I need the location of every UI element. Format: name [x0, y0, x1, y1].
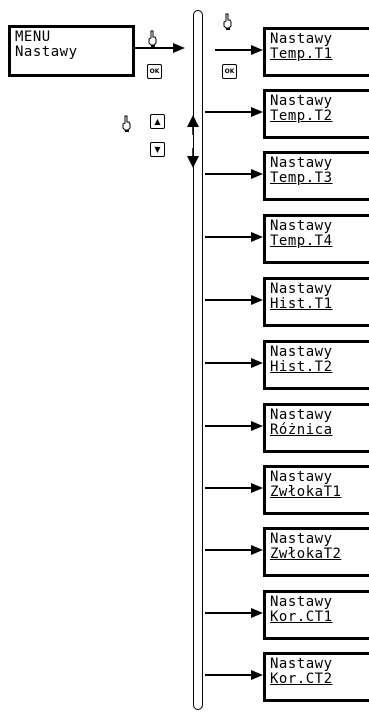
- arrow-up-icon: [187, 115, 199, 135]
- menu-item-line1: Nastawy: [270, 93, 333, 109]
- arrow-right-icon: [205, 670, 263, 680]
- menu-item-line1: Nastawy: [270, 594, 333, 610]
- menu-display-line2: Nastawy: [15, 44, 78, 60]
- menu-item-line2: Kor.CT2: [270, 671, 333, 687]
- menu-item-line1: Nastawy: [270, 656, 333, 672]
- arrow-down-icon: [187, 148, 199, 168]
- menu-item-line2: Temp.T3: [270, 170, 333, 186]
- menu-item-line2: Różnica: [270, 422, 333, 438]
- ok-button[interactable]: OK: [147, 64, 162, 79]
- menu-item-line2: ZwłokaT1: [270, 484, 342, 500]
- menu-item-line2: Temp.T4: [270, 233, 333, 249]
- menu-item-line2: Temp.T2: [270, 108, 333, 124]
- menu-item-line1: Nastawy: [270, 31, 333, 47]
- ok-button[interactable]: OK: [222, 64, 237, 79]
- menu-item-line2: ZwłokaT2: [270, 546, 342, 562]
- arrow-right-icon: [205, 483, 263, 493]
- down-button[interactable]: ▼: [150, 142, 165, 157]
- menu-item-line1: Nastawy: [270, 218, 333, 234]
- press-hand-icon: [148, 30, 157, 47]
- arrow-right-icon: [205, 421, 263, 431]
- menu-item-line1: Nastawy: [270, 155, 333, 171]
- navigation-bus: [193, 10, 203, 710]
- arrow-right-icon: [215, 45, 263, 55]
- menu-item-line1: Nastawy: [270, 407, 333, 423]
- arrow-right-icon: [205, 232, 263, 242]
- press-hand-icon: [122, 115, 131, 132]
- menu-item-line2: Kor.CT1: [270, 609, 333, 625]
- arrow-right-icon: [135, 43, 185, 53]
- arrow-right-icon: [205, 295, 263, 305]
- arrow-right-icon: [205, 358, 263, 368]
- menu-item-line1: Nastawy: [270, 281, 333, 297]
- press-hand-icon: [223, 13, 232, 30]
- menu-item-line1: Nastawy: [270, 531, 333, 547]
- arrow-right-icon: [205, 169, 263, 179]
- menu-item-line2: Temp.T1: [270, 46, 333, 62]
- menu-item-line1: Nastawy: [270, 344, 333, 360]
- menu-item-line1: Nastawy: [270, 469, 333, 485]
- menu-item-line2: Hist.T2: [270, 359, 333, 375]
- menu-item-line2: Hist.T1: [270, 296, 333, 312]
- menu-display-line1: MENU: [15, 29, 51, 45]
- arrow-right-icon: [205, 608, 263, 618]
- arrow-right-icon: [205, 545, 263, 555]
- arrow-right-icon: [205, 107, 263, 117]
- up-button[interactable]: ▲: [150, 114, 165, 129]
- menu-display: MENU Nastawy: [8, 25, 135, 77]
